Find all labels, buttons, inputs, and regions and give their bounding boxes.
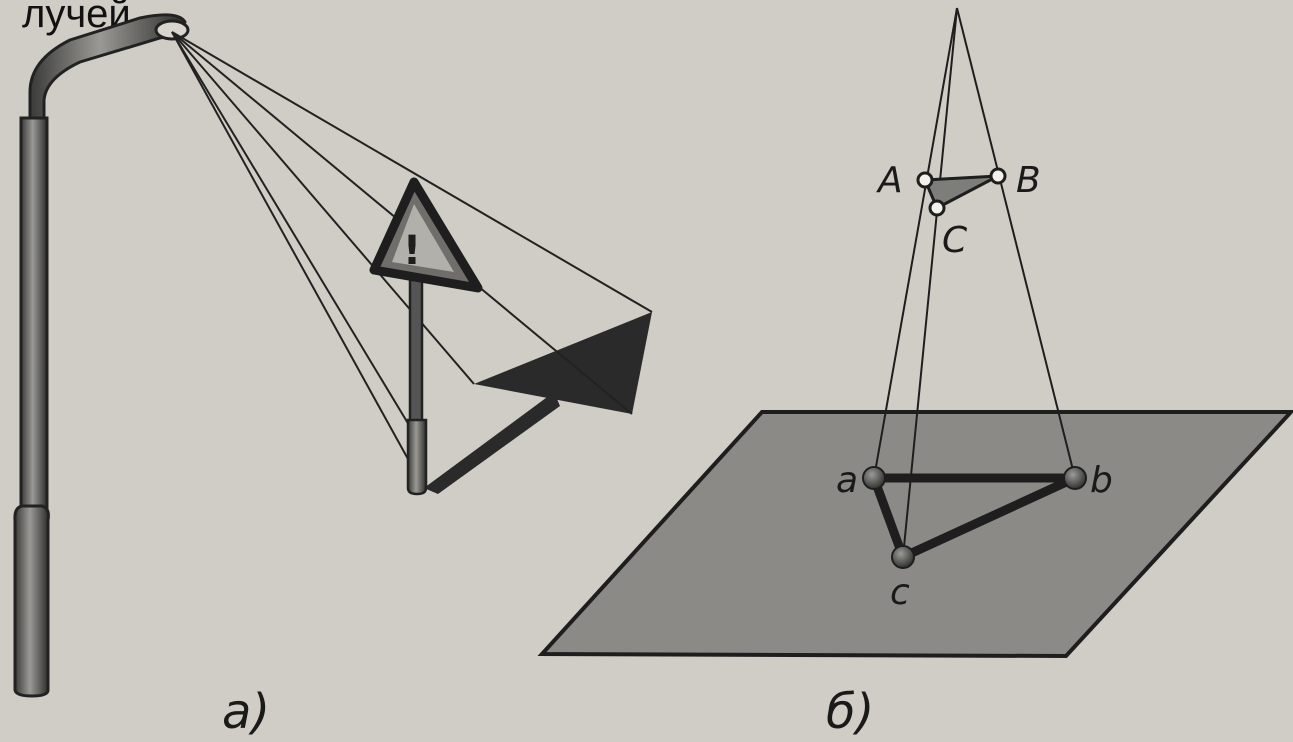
- point-B: [989, 167, 1007, 185]
- point-a: [862, 466, 886, 490]
- ray: [873, 7, 958, 479]
- ray: [902, 7, 958, 558]
- projection-rays: [873, 7, 1076, 558]
- figure-a: ! а): [13, 13, 653, 740]
- road-sign: !: [369, 177, 483, 496]
- projected-triangle: [862, 466, 1087, 569]
- point-C: [928, 199, 946, 217]
- ray: [171, 31, 475, 385]
- lamp-post: [13, 13, 190, 698]
- ray: [171, 31, 413, 431]
- point-A: [916, 171, 934, 189]
- label-b: b: [1090, 460, 1113, 501]
- ray: [171, 31, 653, 313]
- caption-b: б): [826, 684, 874, 740]
- label-A: A: [876, 160, 903, 201]
- label-C: C: [942, 220, 968, 261]
- label-c: c: [890, 572, 910, 613]
- original-triangle: [916, 167, 1007, 217]
- ray: [171, 31, 425, 489]
- point-b: [1063, 466, 1087, 490]
- ray: [956, 7, 1076, 479]
- point-c: [891, 545, 915, 569]
- label-a: a: [836, 460, 858, 501]
- lamp-head: [154, 19, 190, 41]
- label-B: B: [1016, 160, 1041, 201]
- sign-exclamation: !: [403, 228, 421, 274]
- light-rays: [171, 31, 653, 489]
- figure-b: A B C a b c б): [537, 7, 1293, 740]
- sign-shadow: [424, 312, 652, 494]
- projection-plane: [537, 410, 1293, 659]
- caption-a: а): [222, 684, 270, 740]
